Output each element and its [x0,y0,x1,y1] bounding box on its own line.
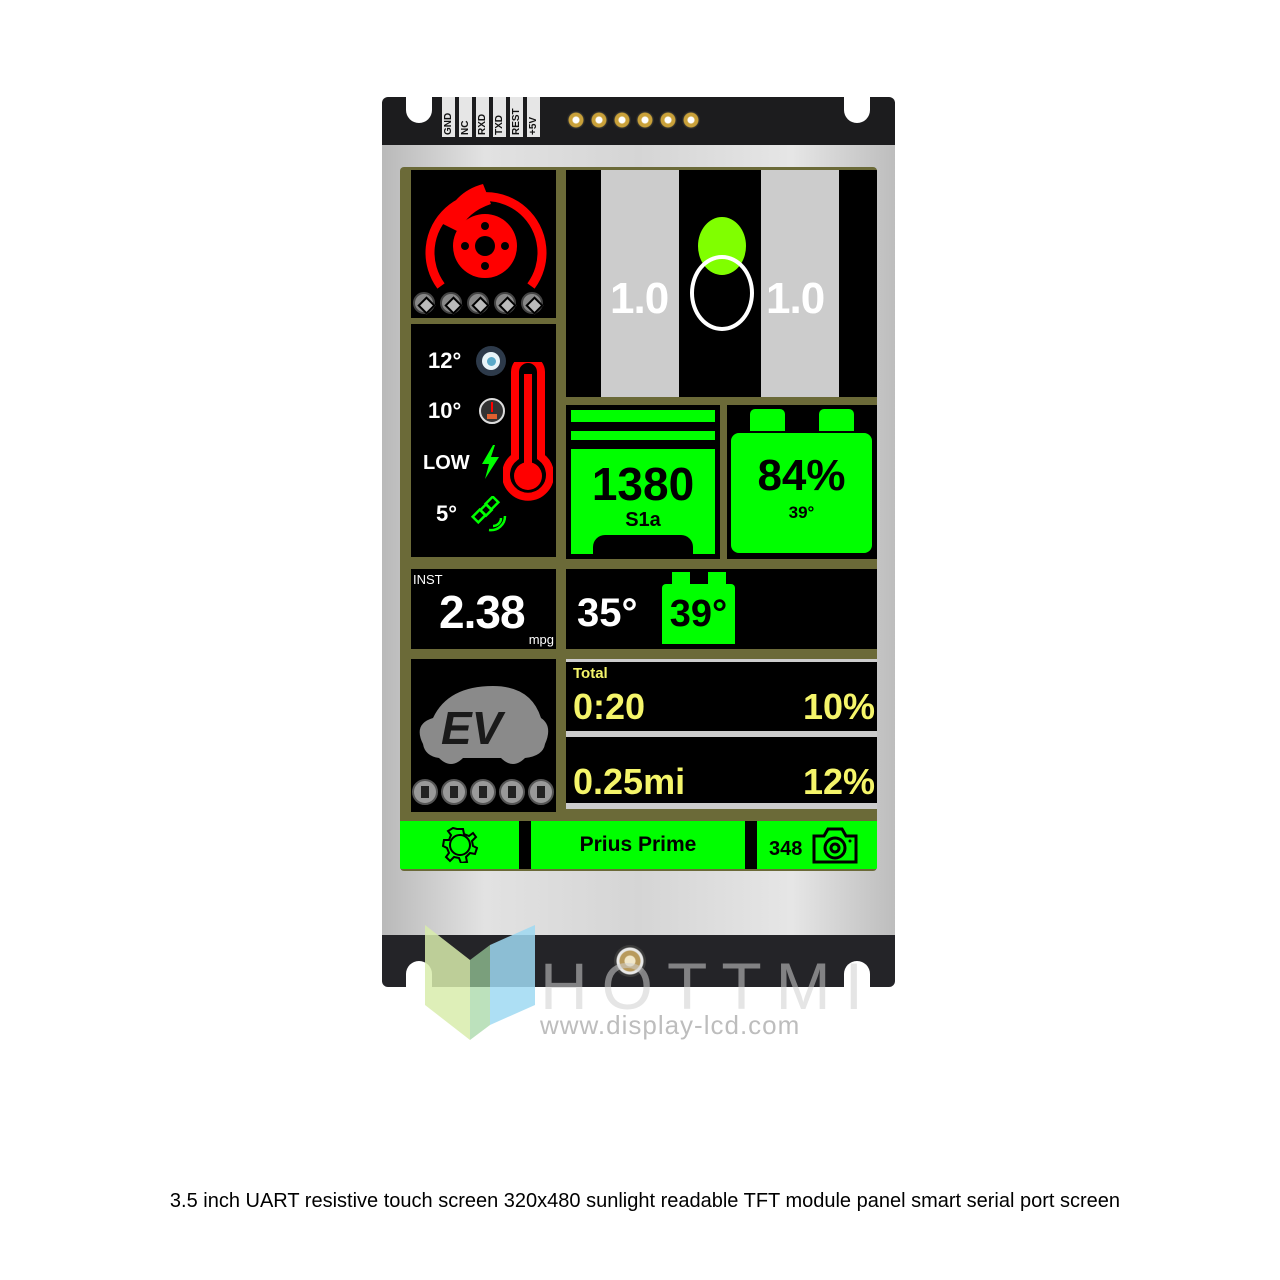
lane-panel[interactable]: 1.0 1.0 [566,170,877,397]
header-pins [567,111,700,129]
brand-logo-icon [425,925,535,1040]
lane-indicator-ring [690,255,754,331]
lcd-screen: 1.0 1.0 12° 10° LOW 5° [400,167,877,871]
battery-temp: 39° [788,503,815,522]
eye-gear-icon [476,346,506,376]
pin-hole [613,111,631,129]
fuel-icon-row [412,779,554,805]
settings-button[interactable] [400,821,519,869]
totals-time-panel[interactable]: Total 0:20 10% [566,659,877,731]
fuel-pump-icon [499,779,525,805]
battery-body: 84% 39° [731,433,872,553]
engine-label: S1a [625,509,661,531]
mount-notch [844,97,870,123]
ev-car-icon: EV [419,686,549,764]
pin-label-rest: REST [510,97,523,137]
temps-panel[interactable]: 12° 10° LOW 5° [411,324,556,557]
totals-distance: 0.25mi [573,761,686,802]
divider [566,731,877,737]
pin-label-rxd: RXD [476,97,489,137]
brake-pad-icon [521,292,543,314]
totals-label: Total [573,665,608,682]
photo-count: 348 [769,837,803,860]
lightning-icon [482,445,499,479]
pcb-header-strip: GND NC RXD TXD REST +5V [382,97,895,145]
totals-distance-pct: 12% [802,761,875,802]
pin-hole [636,111,654,129]
gear-icon [441,827,478,863]
fuel-pump-icon [441,779,467,805]
temp-value: 10° [428,398,462,423]
brake-pad-icon [467,292,489,314]
mpg-panel[interactable]: INST 2.38 mpg [411,569,556,649]
engine-bar [571,410,715,422]
brake-pad-icon [494,292,516,314]
battery-temp-badge: 39° [662,584,735,644]
pin-label-txd: TXD [493,97,506,137]
brake-disc-icon [425,184,547,289]
right-lane-value: 1.0 [766,274,825,323]
battery-value: 84% [757,451,846,500]
pin-hole [682,111,700,129]
pin-label-nc: NC [459,97,472,137]
totals-time-pct: 10% [802,686,875,727]
brake-pad-icon [440,292,462,314]
mpg-unit: mpg [528,632,554,647]
screw-icon [614,945,646,977]
battery-terminal [708,572,726,584]
camera-icon [812,827,858,864]
mount-notch [406,97,432,123]
totals-time: 0:20 [573,686,646,727]
pin-hole [567,111,585,129]
product-caption: 3.5 inch UART resistive touch screen 320… [169,1190,1121,1212]
engine-body: 1380 S1a [571,449,715,555]
bar-separator [745,821,757,869]
engine-panel[interactable]: 1380 S1a [566,405,720,559]
pin-hole [659,111,677,129]
camera-button[interactable]: 348 [757,821,877,869]
temp-value: LOW [423,452,470,474]
left-lane-value: 1.0 [610,274,669,323]
ev-badge-text: EV [441,702,506,754]
brake-pad-icon [413,292,435,314]
temp-row-panel[interactable]: 35° 39° [566,569,877,649]
battery-panel[interactable]: 84% 39° [727,405,877,559]
temp-value: 12° [428,348,462,373]
engine-base [593,535,693,555]
vehicle-title-button[interactable]: Prius Prime [531,821,745,869]
fuel-pump-icon [528,779,554,805]
gauge-icon [479,398,505,424]
right-lane [761,170,839,397]
thermometer-icon [503,362,553,501]
pin-label-gnd: GND [442,97,455,137]
battery-terminal [750,409,785,431]
engine-value: 1380 [591,458,695,510]
fuel-pump-icon [470,779,496,805]
watermark-url: www.display-lcd.com [540,1010,801,1040]
pin-hole [590,111,608,129]
satellite-icon [471,496,507,532]
totals-distance-panel[interactable]: 0.25mi 12% [566,737,877,803]
fuel-pump-icon [412,779,438,805]
pin-labels: GND NC RXD TXD REST +5V [442,97,540,137]
engine-bar [571,431,715,440]
divider [566,803,877,809]
left-lane [601,170,679,397]
brake-pad-row [413,292,543,314]
mount-notch [844,961,870,987]
outside-temp: 35° [577,591,638,635]
pin-label-5v: +5V [527,97,540,137]
battery-terminal [672,572,690,584]
mpg-label: INST [413,572,443,587]
temp-value: 5° [436,501,458,526]
bar-separator [519,821,531,869]
mpg-value: 2.38 [439,586,526,638]
battery-terminal [819,409,854,431]
watermark-brand: HOTTMI [540,949,877,1023]
ev-panel[interactable]: EV [411,659,556,812]
brake-panel[interactable] [411,170,556,318]
